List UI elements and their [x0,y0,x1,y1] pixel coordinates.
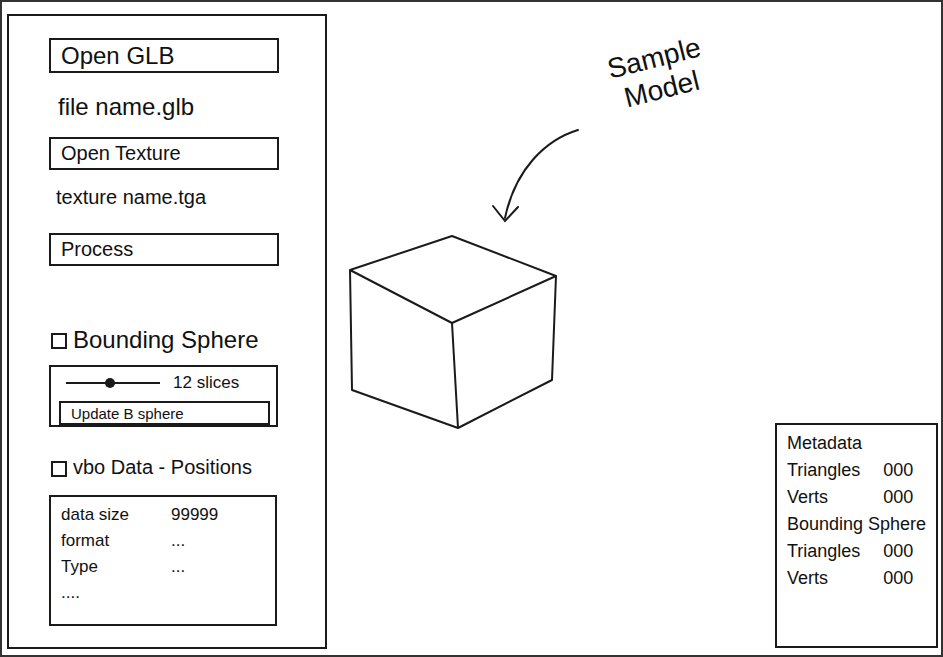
field-text: data size [61,505,161,525]
file-name: texture name.tga [56,186,206,209]
field-text: Triangles [787,460,873,481]
field-text: 000 [883,487,926,508]
field-text: 99999 [171,505,265,525]
control-panel [8,15,326,648]
field-text: .... [61,583,265,603]
process-button: Process [49,233,279,266]
field-text: Bounding Sphere [787,514,926,535]
vbo-data-table: data size 99999 format... Type....... [49,495,277,626]
checkbox-label: vbo Data - Positions [73,456,252,479]
field-text: ... [171,557,265,577]
field-text: Verts [787,487,873,508]
field-text: Verts [787,568,873,589]
field-text: ... [171,531,265,551]
field-text: 000 [883,568,926,589]
button-label: Process [61,238,133,261]
update-button: Update B sphere [59,401,270,425]
field-text: 000 [883,541,926,562]
field-text: Metadata [787,433,926,454]
cube-model [350,236,556,428]
field-text: Triangles [787,541,873,562]
checkbox [52,462,66,476]
button-label: Open GLB [61,42,174,70]
checkbox-label: Bounding Sphere [73,326,258,354]
open-glb-button: Open GLB [49,38,279,73]
field-text: Type [61,557,161,577]
field-text: format [61,531,161,551]
open-texture-button: Open Texture [49,137,279,170]
callout-label: Sample Model [592,28,724,119]
checkbox [52,334,66,348]
field-text: 12 slices [173,373,239,393]
button-label: Update B sphere [71,405,184,422]
file-name: file name.glb [58,93,194,121]
leader-arrow [493,130,578,221]
slider-knob [105,378,115,388]
metadata-box: MetadataTriangles000Verts000Bounding Sph… [775,423,938,648]
slider-group: 12 slicesUpdate B sphere [49,365,278,427]
field-text: 000 [883,460,926,481]
button-label: Open Texture [61,142,181,165]
